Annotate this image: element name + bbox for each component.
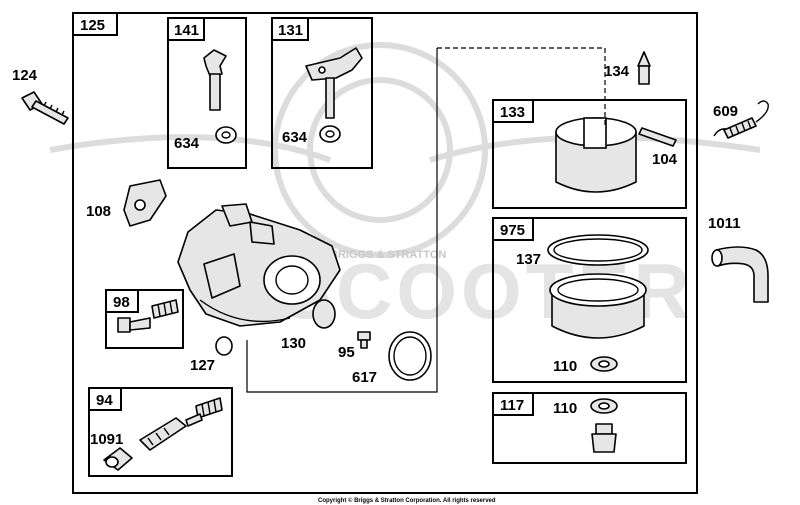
group-133-label: 133 <box>500 104 525 121</box>
group-125-tag <box>72 12 118 36</box>
elbow-1011 <box>711 246 769 303</box>
group-117-box <box>492 392 687 464</box>
choke-shaft-131 <box>305 47 363 119</box>
copyright-text: Copyright © Briggs & Stratton Corporatio… <box>318 497 496 504</box>
oring-617-inner <box>393 336 427 376</box>
group-98-box <box>105 289 184 349</box>
group-94-box <box>88 387 233 477</box>
gasket-disc <box>312 299 336 329</box>
part-124-label: 124 <box>12 67 38 84</box>
group-141-label: 141 <box>174 22 199 39</box>
part-1091-label: 1091 <box>90 431 123 448</box>
bowl-nut-117 <box>591 423 617 453</box>
washer-110b <box>590 398 618 414</box>
watermark-small-text: BRIGGS & STRATTON <box>330 249 446 261</box>
group-133-tag <box>492 99 534 123</box>
spring-98 <box>151 299 179 319</box>
screw-98 <box>117 317 151 333</box>
part-110b-label: 110 <box>553 400 577 417</box>
part-108-label: 108 <box>86 203 111 220</box>
screw-124 <box>21 91 69 125</box>
part-95-label: 95 <box>338 344 355 361</box>
oring-127 <box>215 336 233 356</box>
group-975-tag <box>492 217 534 241</box>
group-125-label: 125 <box>80 17 105 34</box>
group-975-box <box>492 217 687 383</box>
seal-634a <box>215 126 237 144</box>
throttle-shaft-141 <box>203 49 227 111</box>
needle-134 <box>637 51 651 85</box>
oring-617 <box>388 331 432 381</box>
group-117-label: 117 <box>500 397 524 414</box>
idle-screw-94 <box>139 413 203 451</box>
part-617-label: 617 <box>352 369 377 386</box>
group-98-tag <box>105 289 139 313</box>
group-141-box <box>167 17 247 169</box>
spring-94 <box>195 397 223 419</box>
screw-95 <box>357 331 371 349</box>
part-134-label: 134 <box>604 63 630 80</box>
group-131-box <box>271 17 373 169</box>
part-110a-label: 110 <box>553 358 577 375</box>
part-609-label: 609 <box>713 103 738 120</box>
cap-1091 <box>103 447 133 471</box>
group-125-box <box>72 12 698 494</box>
group-133-box <box>492 99 687 209</box>
part-104-label: 104 <box>652 151 678 168</box>
group-98-label: 98 <box>113 294 130 311</box>
part-634a-label: 634 <box>174 135 200 152</box>
group-94-label: 94 <box>96 392 113 409</box>
part-1011-label: 1011 <box>708 215 741 232</box>
part-127-label: 127 <box>190 357 215 374</box>
group-141-tag <box>167 17 205 41</box>
leader-line-dashed <box>437 47 606 128</box>
washer-110a <box>590 356 618 372</box>
part-137-label: 137 <box>516 251 541 268</box>
bowl-975 <box>547 234 649 339</box>
group-117-tag <box>492 392 534 416</box>
pin-104 <box>638 127 677 147</box>
carburetor-body-130 <box>177 203 341 327</box>
group-131-label: 131 <box>278 22 303 39</box>
part-130-label: 130 <box>281 335 306 352</box>
part-634b-label: 634 <box>282 129 308 146</box>
group-131-tag <box>271 17 309 41</box>
gasket-108 <box>123 179 167 227</box>
leader-line-solid <box>246 48 438 393</box>
group-975-label: 975 <box>500 222 525 239</box>
seal-634b <box>319 125 341 143</box>
float-133 <box>555 117 637 193</box>
spring-609 <box>713 100 769 139</box>
group-94-tag <box>88 387 122 411</box>
